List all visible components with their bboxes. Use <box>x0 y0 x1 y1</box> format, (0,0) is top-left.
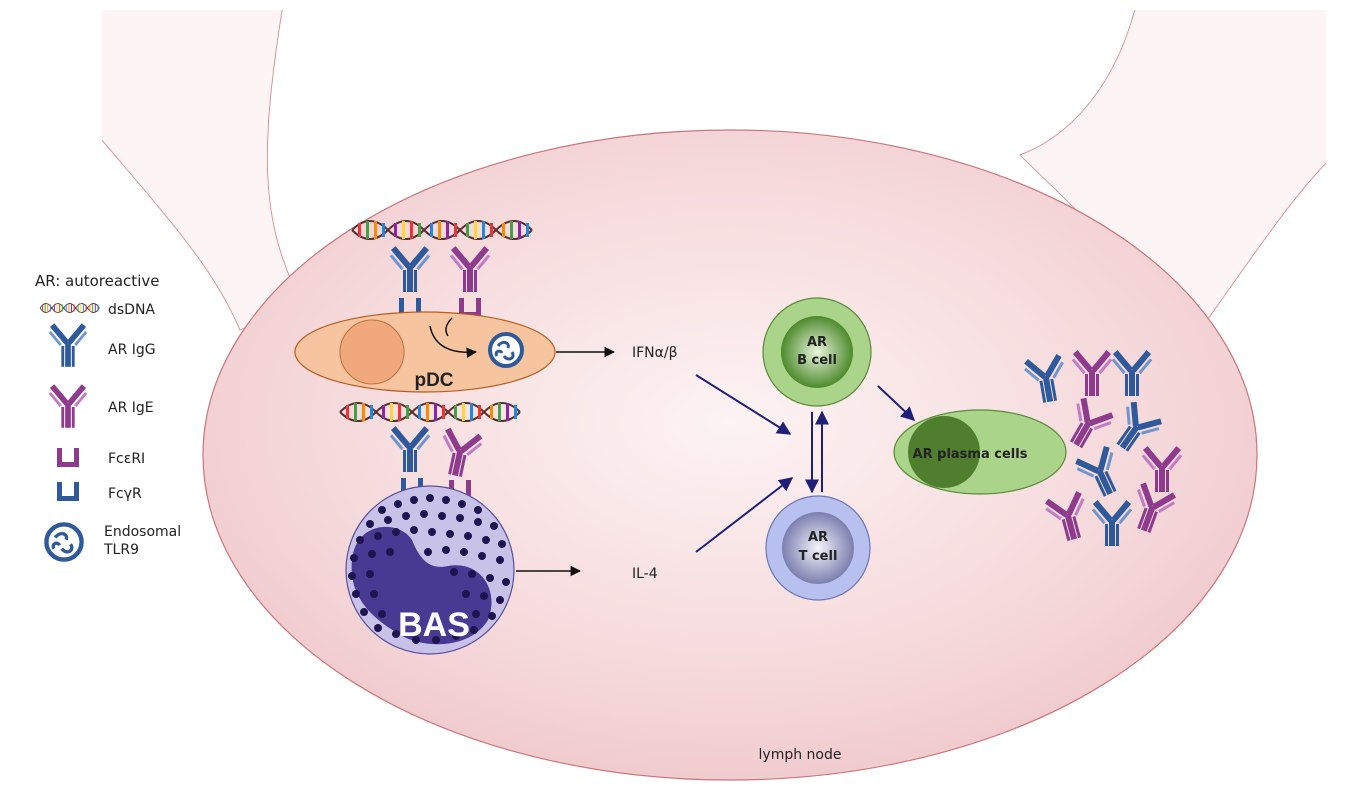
legend-title: AR: autoreactive <box>35 272 159 290</box>
ifn-to-cells-arrow <box>695 374 792 435</box>
b-cell-label-line2: B cell <box>797 353 837 368</box>
ar-igg-icon <box>46 323 90 367</box>
pdc-cell: pDC <box>294 220 556 393</box>
legend: AR: autoreactive dsDNA AR IgG AR IgE Fcε… <box>35 272 181 560</box>
dsdna-icon <box>39 303 100 313</box>
legend-label-tlr9-line2: TLR9 <box>103 542 139 558</box>
il4-to-cells-arrow <box>695 477 794 553</box>
basophil-nucleus <box>351 526 492 645</box>
pdc-nucleus <box>339 319 405 385</box>
b-to-plasma-arrow <box>877 385 916 421</box>
ifn-label: IFNα/β <box>632 345 678 361</box>
lymph-node <box>202 129 1258 781</box>
basophil-cell: BAS <box>339 402 521 655</box>
fcgr-icon <box>57 482 79 501</box>
legend-label-tlr9-line1: Endosomal <box>104 524 181 540</box>
plasma-cell-label: AR plasma cells <box>913 447 1028 462</box>
endosomal-tlr9-icon <box>488 332 524 368</box>
legend-label-ige: AR IgE <box>108 400 154 416</box>
legend-label-igg: AR IgG <box>108 342 156 358</box>
legend-label-fcgr: FcγR <box>108 486 142 502</box>
internalization-arrow <box>429 325 478 358</box>
t-cell-label-line2: T cell <box>799 549 838 564</box>
b-cell-label-line1: AR <box>807 335 827 350</box>
legend-label-dsdna: dsDNA <box>108 302 155 318</box>
ar-t-cell: AR T cell <box>765 495 871 601</box>
il4-label: IL-4 <box>632 566 658 582</box>
pdc-label: pDC <box>414 370 453 391</box>
ar-b-cell: AR B cell <box>762 297 872 407</box>
ar-ige-icon <box>46 384 90 428</box>
bas-label: BAS <box>398 606 470 644</box>
ar-plasma-cell: AR plasma cells <box>893 409 1067 495</box>
legend-label-fceri: FcεRI <box>108 451 145 467</box>
t-cell-label-line1: AR <box>808 530 828 545</box>
endosomal-tlr9-icon <box>46 524 81 559</box>
fceri-icon <box>57 448 79 467</box>
basophil-granules <box>348 494 510 644</box>
lymph-node-label: lymph node <box>759 747 842 763</box>
